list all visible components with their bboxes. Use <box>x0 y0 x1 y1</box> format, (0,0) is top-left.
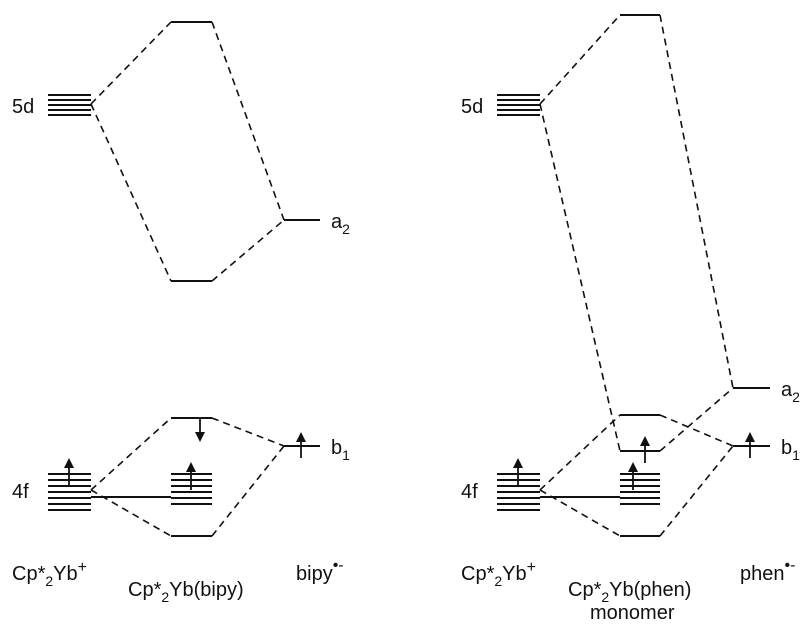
right-caption-metal: Cp*2Yb+ <box>461 559 536 589</box>
right-caption-complex-line2: monomer <box>590 602 675 624</box>
right-label-4f: 4f <box>461 481 478 503</box>
right-complex-4f-levels <box>620 473 660 505</box>
right-caption-ligand: phen•- <box>740 557 795 585</box>
left-diagram: 5d a2 4f <box>12 21 350 605</box>
right-caption-complex: Cp*2Yb(phen) <box>568 579 691 605</box>
left-caption-metal: Cp*2Yb+ <box>12 559 87 589</box>
right-complex-4f-up-arrow <box>628 462 638 490</box>
right-complex-somo-up-arrow <box>640 436 650 463</box>
left-complex-down-arrow <box>195 418 205 442</box>
right-label-a2: a2 <box>781 379 800 405</box>
right-label-5d: 5d <box>461 96 483 118</box>
left-caption-ligand: bipy•- <box>296 557 344 585</box>
left-b1-up-arrow <box>296 432 306 458</box>
left-complex-4f-up-arrow <box>186 462 196 490</box>
left-label-5d: 5d <box>12 96 34 118</box>
left-5d-levels <box>48 94 91 116</box>
right-label-b1: b1 <box>781 437 800 463</box>
left-caption-complex: Cp*2Yb(bipy) <box>128 579 244 605</box>
left-4f-up-arrow <box>64 458 74 486</box>
left-label-4f: 4f <box>12 481 29 503</box>
left-label-b1: b1 <box>331 437 350 463</box>
right-5d-levels <box>497 94 540 116</box>
right-b1-up-arrow <box>745 432 755 458</box>
left-label-a2: a2 <box>331 211 350 237</box>
right-4f-up-arrow <box>513 458 523 486</box>
right-diagram: 5d a2 4f <box>461 14 800 624</box>
